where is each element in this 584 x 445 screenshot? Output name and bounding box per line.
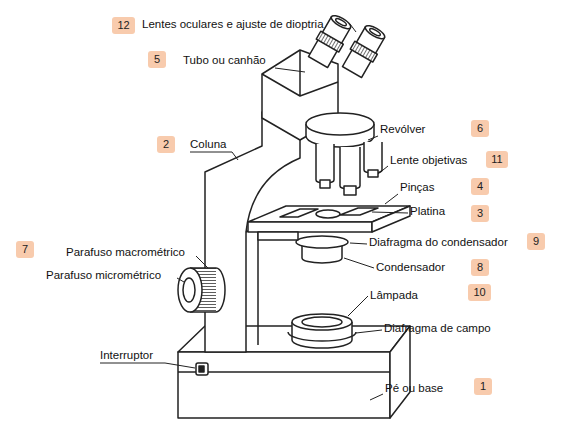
part-label: Lentes oculares e ajuste de dioptria [142,17,324,31]
callout-number: 5 [148,51,166,68]
base-front [178,352,390,418]
callout-number: 7 [16,241,34,258]
leader-line [196,256,208,268]
condenser-diaphragm [296,236,348,248]
callout-number-text: 12 [117,19,129,32]
stage-clip [280,209,318,217]
leader-lines [100,24,408,400]
callout-number-text: 5 [154,53,160,66]
callout-number-text: 4 [477,180,483,193]
revolver [306,113,374,135]
column-side [246,226,258,345]
leader-line [378,166,388,174]
part-label: Parafuso micrométrico [46,268,161,282]
field-diaphragm [288,332,356,341]
leader-line [275,68,305,72]
callout-number: 3 [471,205,489,222]
leader-line [350,24,356,32]
part-label: Interruptor [100,348,153,362]
callout-number: 12 [112,17,135,34]
callout-number-text: 3 [477,207,483,220]
callout-number-text: 11 [491,153,502,166]
objective-lenses [316,142,382,195]
leader-line [350,243,367,244]
callout-number: 2 [157,136,175,153]
part-label: Lâmpada [370,288,418,302]
leader-line [368,136,378,140]
part-label: Pé ou base [385,381,443,395]
part-label: Lente objetivas [390,153,467,167]
part-label: Coluna [190,137,226,151]
callout-number-text: 10 [473,286,485,299]
macro-knob-end [216,268,225,312]
part-label: Revólver [380,122,425,136]
micro-knob [183,278,195,302]
stage-front [248,222,372,232]
switch-toggle [199,366,204,372]
leader-line [370,394,383,400]
callout-number: 10 [468,284,491,301]
part-label: Diafragma de campo [384,321,491,335]
leader-line [344,258,374,268]
callout-number-text: 8 [477,261,483,274]
leader-line [100,363,195,368]
condenser-bracket [258,232,298,240]
stage-side [372,206,410,232]
callout-number-text: 1 [480,380,486,393]
leader-line [177,278,184,282]
callout-number: 1 [474,378,492,395]
macro-knob [178,268,202,312]
part-label: Tubo ou canhão [183,53,266,67]
part-label: Condensador [376,260,445,274]
part-label: Pinças [400,180,435,194]
stage-hole [316,210,340,218]
lamp-top [292,314,352,330]
leader-line [356,330,382,333]
leader-line [385,194,398,204]
callout-number-text: 7 [22,243,28,256]
callout-number-text: 2 [163,138,169,151]
eyepiece-right [341,22,389,78]
callout-number: 4 [471,178,489,195]
leader-line [372,212,408,213]
callout-number-text: 9 [533,235,539,248]
part-label: Platina [410,204,445,218]
callout-number: 6 [471,120,489,137]
callout-number-text: 6 [477,122,483,135]
part-label: Diafragma do condensador [369,235,508,249]
callout-number: 9 [527,233,545,250]
switch [196,363,208,375]
base-edge [178,371,390,373]
callout-number: 8 [471,259,489,276]
base-side [390,326,410,418]
stage-clip [340,208,378,215]
leader-line [348,296,368,316]
callout-number: 11 [486,151,508,168]
lamp-glass [302,317,342,327]
leader-line [190,152,238,160]
part-label: Parafuso macrométrico [66,245,185,259]
